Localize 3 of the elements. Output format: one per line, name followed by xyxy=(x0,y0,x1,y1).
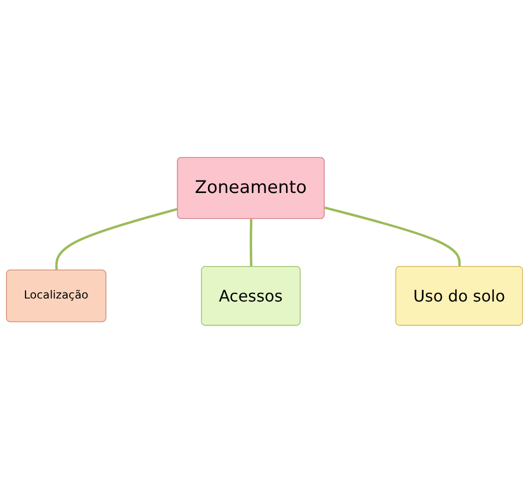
connector xyxy=(250,218,252,266)
connector xyxy=(324,206,461,266)
connector xyxy=(55,207,178,270)
